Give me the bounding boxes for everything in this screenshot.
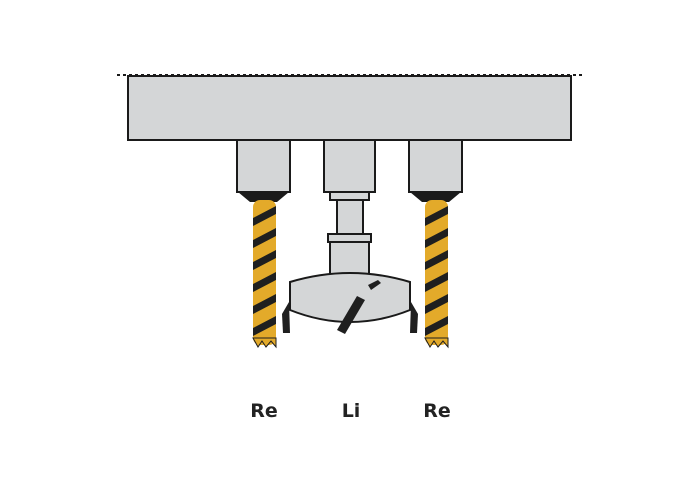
center-spindle-chuck bbox=[323, 139, 376, 193]
left-chuck-taper bbox=[238, 192, 289, 202]
right-chuck-taper bbox=[410, 192, 461, 202]
center-drill-assembly bbox=[282, 139, 418, 334]
twist-drill-bit-icon bbox=[425, 200, 448, 345]
right-drill-tip bbox=[424, 337, 449, 349]
drill-head-housing bbox=[127, 75, 572, 141]
right-drill-assembly bbox=[408, 139, 463, 349]
label-center-li: Li bbox=[342, 400, 361, 422]
center-shank-flange bbox=[327, 233, 372, 243]
center-collar bbox=[329, 191, 370, 201]
hinge-boring-bit-icon bbox=[282, 272, 418, 334]
left-spindle-chuck bbox=[236, 139, 291, 193]
twist-drill-bit-icon bbox=[253, 200, 276, 345]
label-right-re: Re bbox=[423, 400, 451, 422]
left-drill-tip bbox=[252, 337, 277, 349]
right-spindle-chuck bbox=[408, 139, 463, 193]
left-drill-assembly bbox=[236, 139, 291, 349]
center-shank-lower bbox=[329, 241, 370, 275]
label-left-re: Re bbox=[250, 400, 278, 422]
center-shank bbox=[336, 199, 364, 235]
